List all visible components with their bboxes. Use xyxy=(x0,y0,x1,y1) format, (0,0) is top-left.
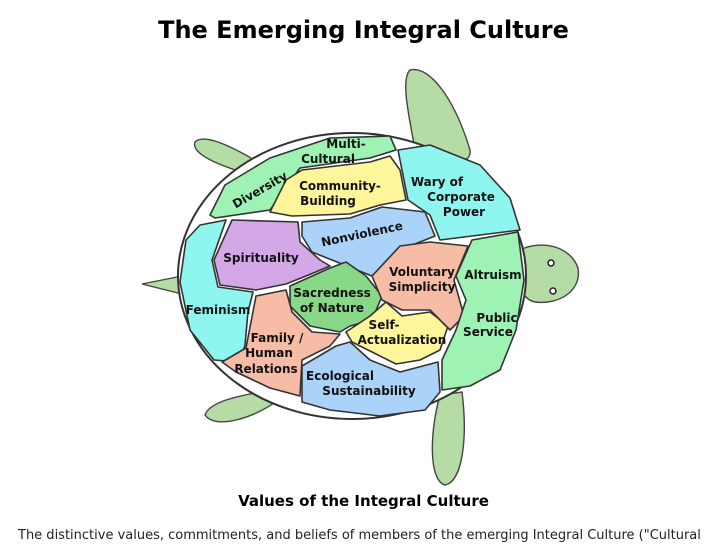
description-text: The distinctive values, commitments, and… xyxy=(18,528,701,543)
label-spirituality: Spirituality xyxy=(223,251,299,265)
shell-regions xyxy=(179,135,525,417)
diagram-caption: Values of the Integral Culture xyxy=(238,492,489,510)
region-altruism xyxy=(441,231,525,391)
region-self-actualization xyxy=(345,301,449,365)
turtle-limbs xyxy=(141,68,580,486)
region-feminism xyxy=(179,219,254,363)
tail xyxy=(141,275,183,295)
region-spirituality xyxy=(213,219,331,291)
region-diversity xyxy=(209,135,397,219)
head xyxy=(517,244,580,304)
region-wary xyxy=(397,144,521,241)
eye-icon xyxy=(549,287,557,295)
back-right-flipper xyxy=(431,391,465,486)
label-self-actualization: Self-Actualization xyxy=(358,318,447,347)
label-altruism: Altruism xyxy=(464,268,521,282)
region-family xyxy=(221,289,341,397)
page-title: The Emerging Integral Culture xyxy=(158,16,569,44)
label-feminism: Feminism xyxy=(186,303,251,317)
label-multicultural: Multi-Cultural xyxy=(301,137,366,166)
label-community: Community-Building xyxy=(299,179,381,208)
region-community xyxy=(269,155,407,217)
region-ecological xyxy=(301,341,441,417)
eye-icon xyxy=(547,259,555,267)
